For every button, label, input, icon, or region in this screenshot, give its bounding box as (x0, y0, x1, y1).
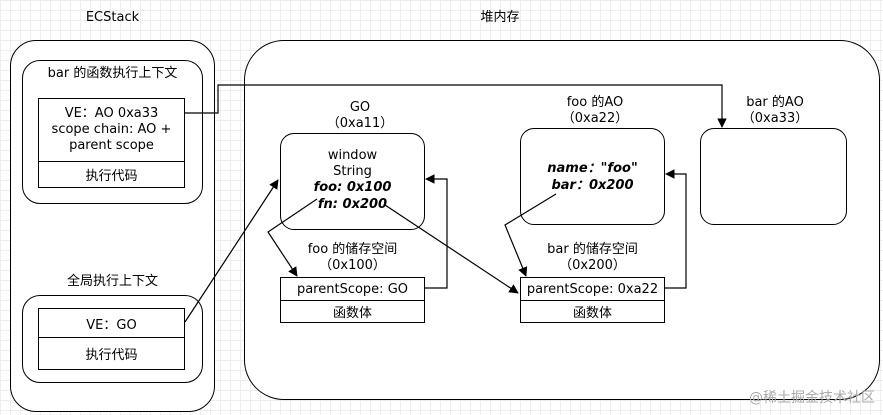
bar-context-code-cell: 执行代码 (39, 161, 184, 187)
go-name: GO (349, 100, 371, 115)
bar-storage-scope-cell: parentScope: 0xa22 (521, 278, 664, 300)
foo-ao-name-prop: name："foo" (547, 161, 638, 176)
go-window: window (327, 148, 378, 163)
bar-context-ve-cell: VE：AO 0xa33 scope chain: AO + parent sco… (39, 99, 184, 161)
bar-ao-object (700, 128, 847, 225)
arrow-bar-scope-to-foo-ao (665, 169, 687, 289)
heap-title: 堆内存 (480, 10, 520, 25)
bar-context-table: VE：AO 0xa33 scope chain: AO + parent sco… (38, 98, 185, 188)
arrow-foo-ao-bar-to-bar-storage (504, 193, 557, 277)
global-context-ve: VE：GO (86, 317, 137, 333)
global-context-table: VE：GO 执行代码 (38, 308, 185, 370)
arrow-go-foo-to-foo-storage (267, 198, 318, 277)
global-context-ve-cell: VE：GO (39, 309, 184, 337)
foo-storage-scope: parentScope: GO (296, 281, 409, 297)
bar-storage-address: （0x200） (559, 258, 626, 273)
go-address: （0xa11） (326, 116, 394, 131)
bar-context-ve-line2: scope chain: AO + (51, 122, 172, 137)
bar-storage-scope: parentScope: 0xa22 (526, 281, 659, 297)
go-foo: foo: 0x100 (313, 180, 392, 195)
foo-storage-address: （0x100） (319, 258, 386, 273)
arrow-bar-context-to-bar-ao (185, 84, 727, 128)
foo-storage-name: foo 的储存空间 (307, 242, 398, 257)
global-execution-context-title: 全局执行上下文 (66, 274, 158, 289)
global-context-code: 执行代码 (85, 348, 138, 363)
bar-context-code: 执行代码 (85, 169, 138, 184)
foo-storage-body-cell: 函数体 (281, 300, 424, 322)
bar-execution-context-title: bar 的函数执行上下文 (47, 66, 178, 81)
foo-ao-address: （0xa22） (561, 111, 629, 126)
foo-ao-object (520, 128, 665, 225)
foo-storage-scope-cell: parentScope: GO (281, 278, 424, 300)
foo-ao-name: foo 的AO (566, 95, 624, 110)
arrow-go-fn-to-bar-storage (384, 204, 519, 294)
watermark: @稀土掘金技术社区 (749, 390, 875, 406)
bar-context-ve-line1: VE：AO 0xa33 (64, 106, 159, 121)
bar-storage-name: bar 的储存空间 (547, 242, 638, 257)
foo-ao-bar-prop: bar：0x200 (551, 178, 634, 193)
bar-context-ve-line3: parent scope (69, 138, 154, 153)
go-string: String (333, 164, 372, 179)
bar-storage-body-cell: 函数体 (521, 300, 664, 322)
bar-storage-table: parentScope: 0xa22 函数体 (520, 277, 665, 323)
ecstack-title: ECStack (85, 10, 140, 25)
arrow-global-ve-to-go (184, 179, 279, 323)
bar-storage-body: 函数体 (572, 306, 612, 321)
bar-ao-address: （0xa33） (741, 111, 809, 126)
arrow-foo-scope-to-go (425, 174, 448, 289)
go-fn: fn: 0x200 (317, 197, 388, 212)
foo-storage-body: 函数体 (332, 306, 372, 321)
global-context-code-cell: 执行代码 (39, 337, 184, 369)
go-object (280, 133, 425, 230)
bar-ao-name: bar 的AO (746, 95, 804, 110)
foo-storage-table: parentScope: GO 函数体 (280, 277, 425, 323)
